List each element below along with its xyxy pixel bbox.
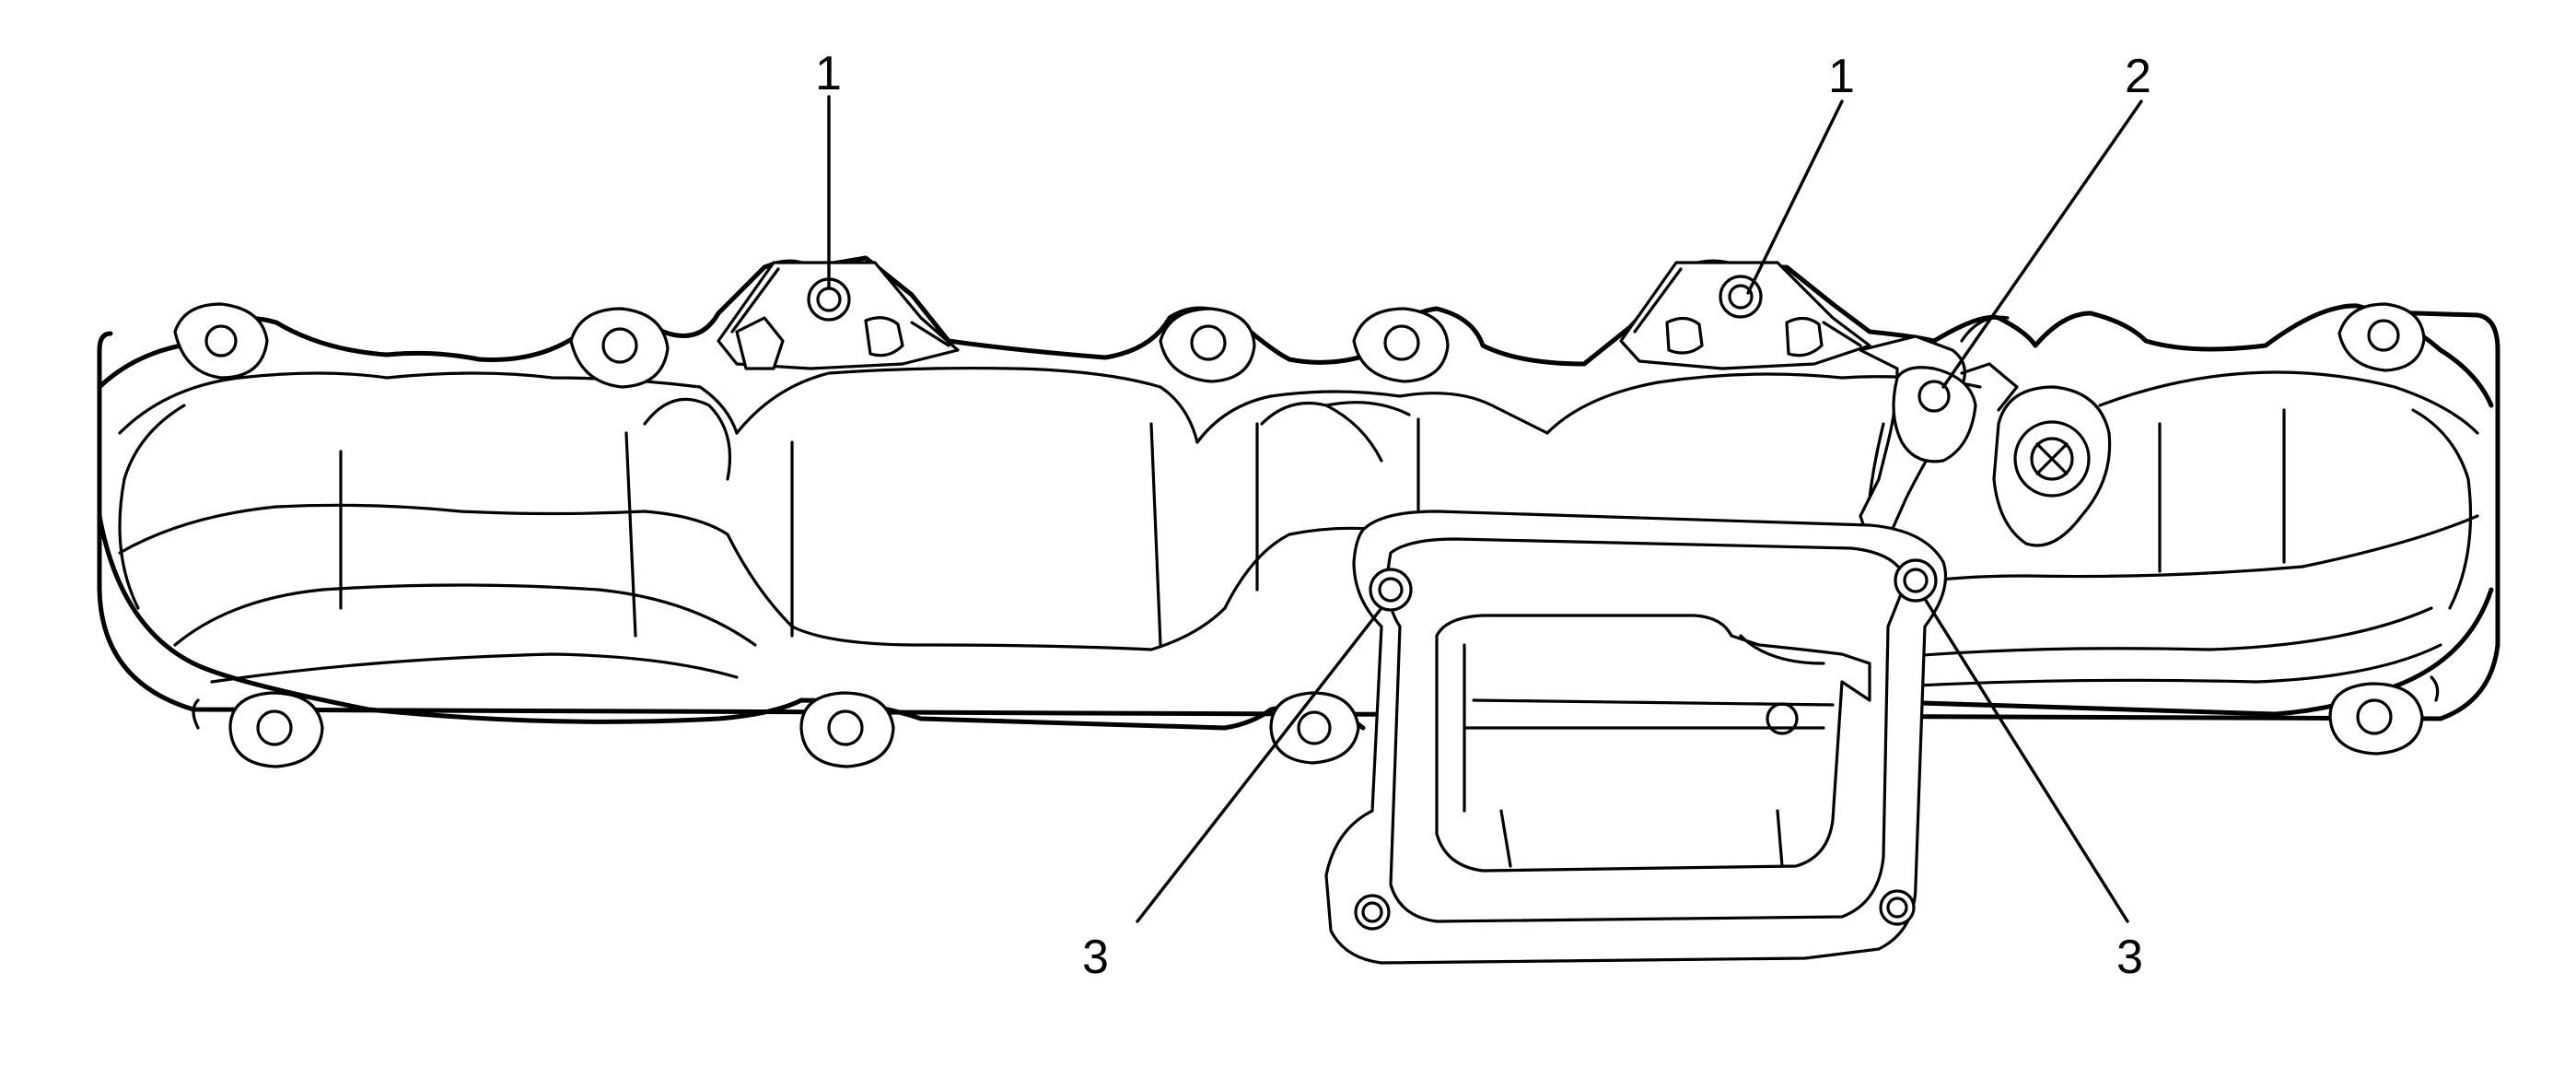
leader-2 — [1941, 100, 2143, 389]
heat-shield-stud-bosses — [717, 261, 1871, 370]
leader-lines — [827, 95, 2143, 923]
callout-2: 2 — [2125, 50, 2151, 103]
callout-1-left: 1 — [815, 47, 842, 100]
callout-labels: 1 1 2 3 3 — [815, 47, 2151, 984]
runner-contours — [118, 366, 2479, 688]
callout-1-right: 1 — [1828, 50, 1855, 103]
callout-3-right: 3 — [2116, 931, 2143, 984]
leader-3a — [1136, 606, 1383, 923]
outlet-flange — [1324, 510, 1948, 965]
leader-3b — [1923, 597, 2129, 923]
callout-3-left: 3 — [1082, 931, 1109, 984]
upper-bolt-bosses — [173, 302, 2426, 389]
leader-1b — [1746, 100, 1844, 295]
sensor-fitting — [1859, 334, 2112, 547]
lower-bolt-bosses — [192, 675, 2440, 768]
